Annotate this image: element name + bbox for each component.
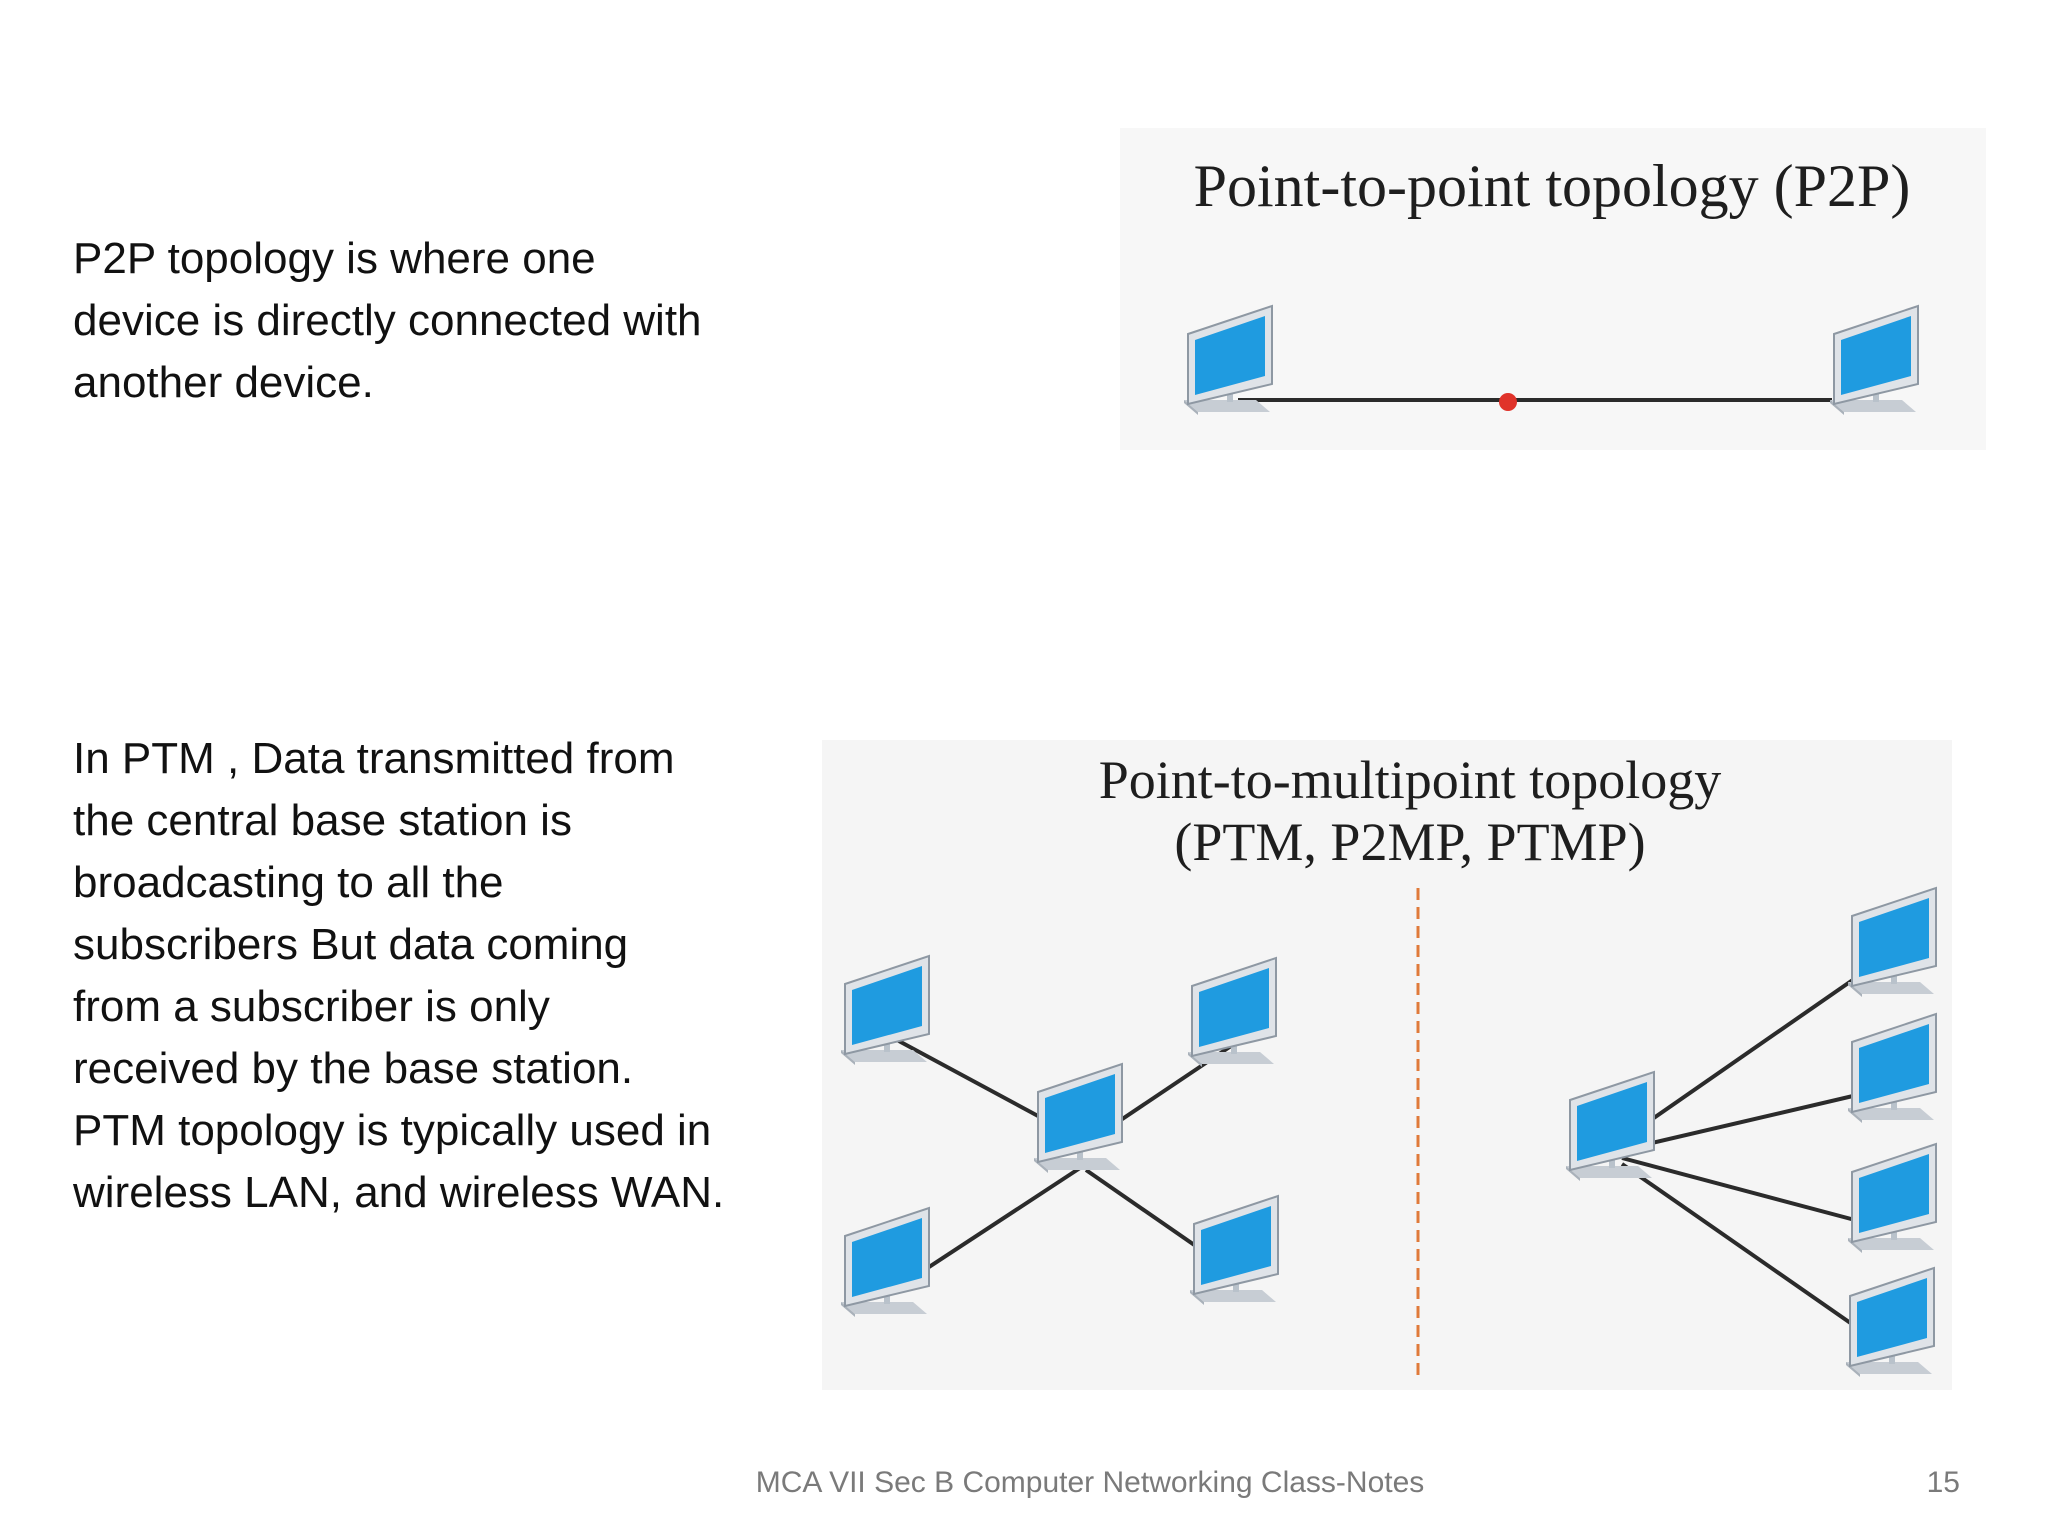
ptm-text-line: PTM topology is typically used in: [73, 1106, 712, 1155]
ptm-link: [1621, 1090, 1871, 1152]
page-number: 15: [1926, 1466, 1960, 1499]
p2p-text-line: another device.: [73, 358, 374, 407]
ptm-figure-title-line1: Point-to-multipoint topology: [1099, 750, 1722, 810]
p2p-text-line: P2P topology is where one: [73, 234, 596, 283]
p2p-description: P2P topology is where one device is dire…: [73, 228, 702, 414]
footer-text: MCA VII Sec B Computer Networking Class-…: [755, 1466, 1425, 1499]
ptm-text-line: In PTM , Data transmitted from: [73, 734, 675, 783]
p2p-figure-title: Point-to-point topology (P2P): [1194, 153, 1911, 219]
p2p-text-line: device is directly connected with: [73, 296, 702, 345]
ptm-description: In PTM , Data transmitted from the centr…: [73, 728, 724, 1224]
ptm-text-line: received by the base station.: [73, 1044, 634, 1093]
ptm-text-line: subscribers But data coming: [73, 920, 629, 969]
ptm-link: [1620, 966, 1872, 1142]
ptm-diagram: Point-to-multipoint topology (PTM, P2MP,…: [822, 740, 1952, 1390]
ptm-link: [1620, 1162, 1874, 1340]
ptm-text-line: from a subscriber is only: [73, 982, 550, 1031]
p2p-center-dot: [1499, 393, 1517, 411]
ptm-text-line: broadcasting to all the: [73, 858, 504, 907]
p2p-diagram: Point-to-point topology (P2P): [1120, 128, 1986, 450]
ptm-text-line: wireless LAN, and wireless WAN.: [73, 1168, 725, 1217]
ptm-link: [1621, 1156, 1871, 1226]
ptm-text-line: the central base station is: [73, 796, 572, 845]
ptm-figure-title-line2: (PTM, P2MP, PTMP): [1174, 812, 1645, 872]
